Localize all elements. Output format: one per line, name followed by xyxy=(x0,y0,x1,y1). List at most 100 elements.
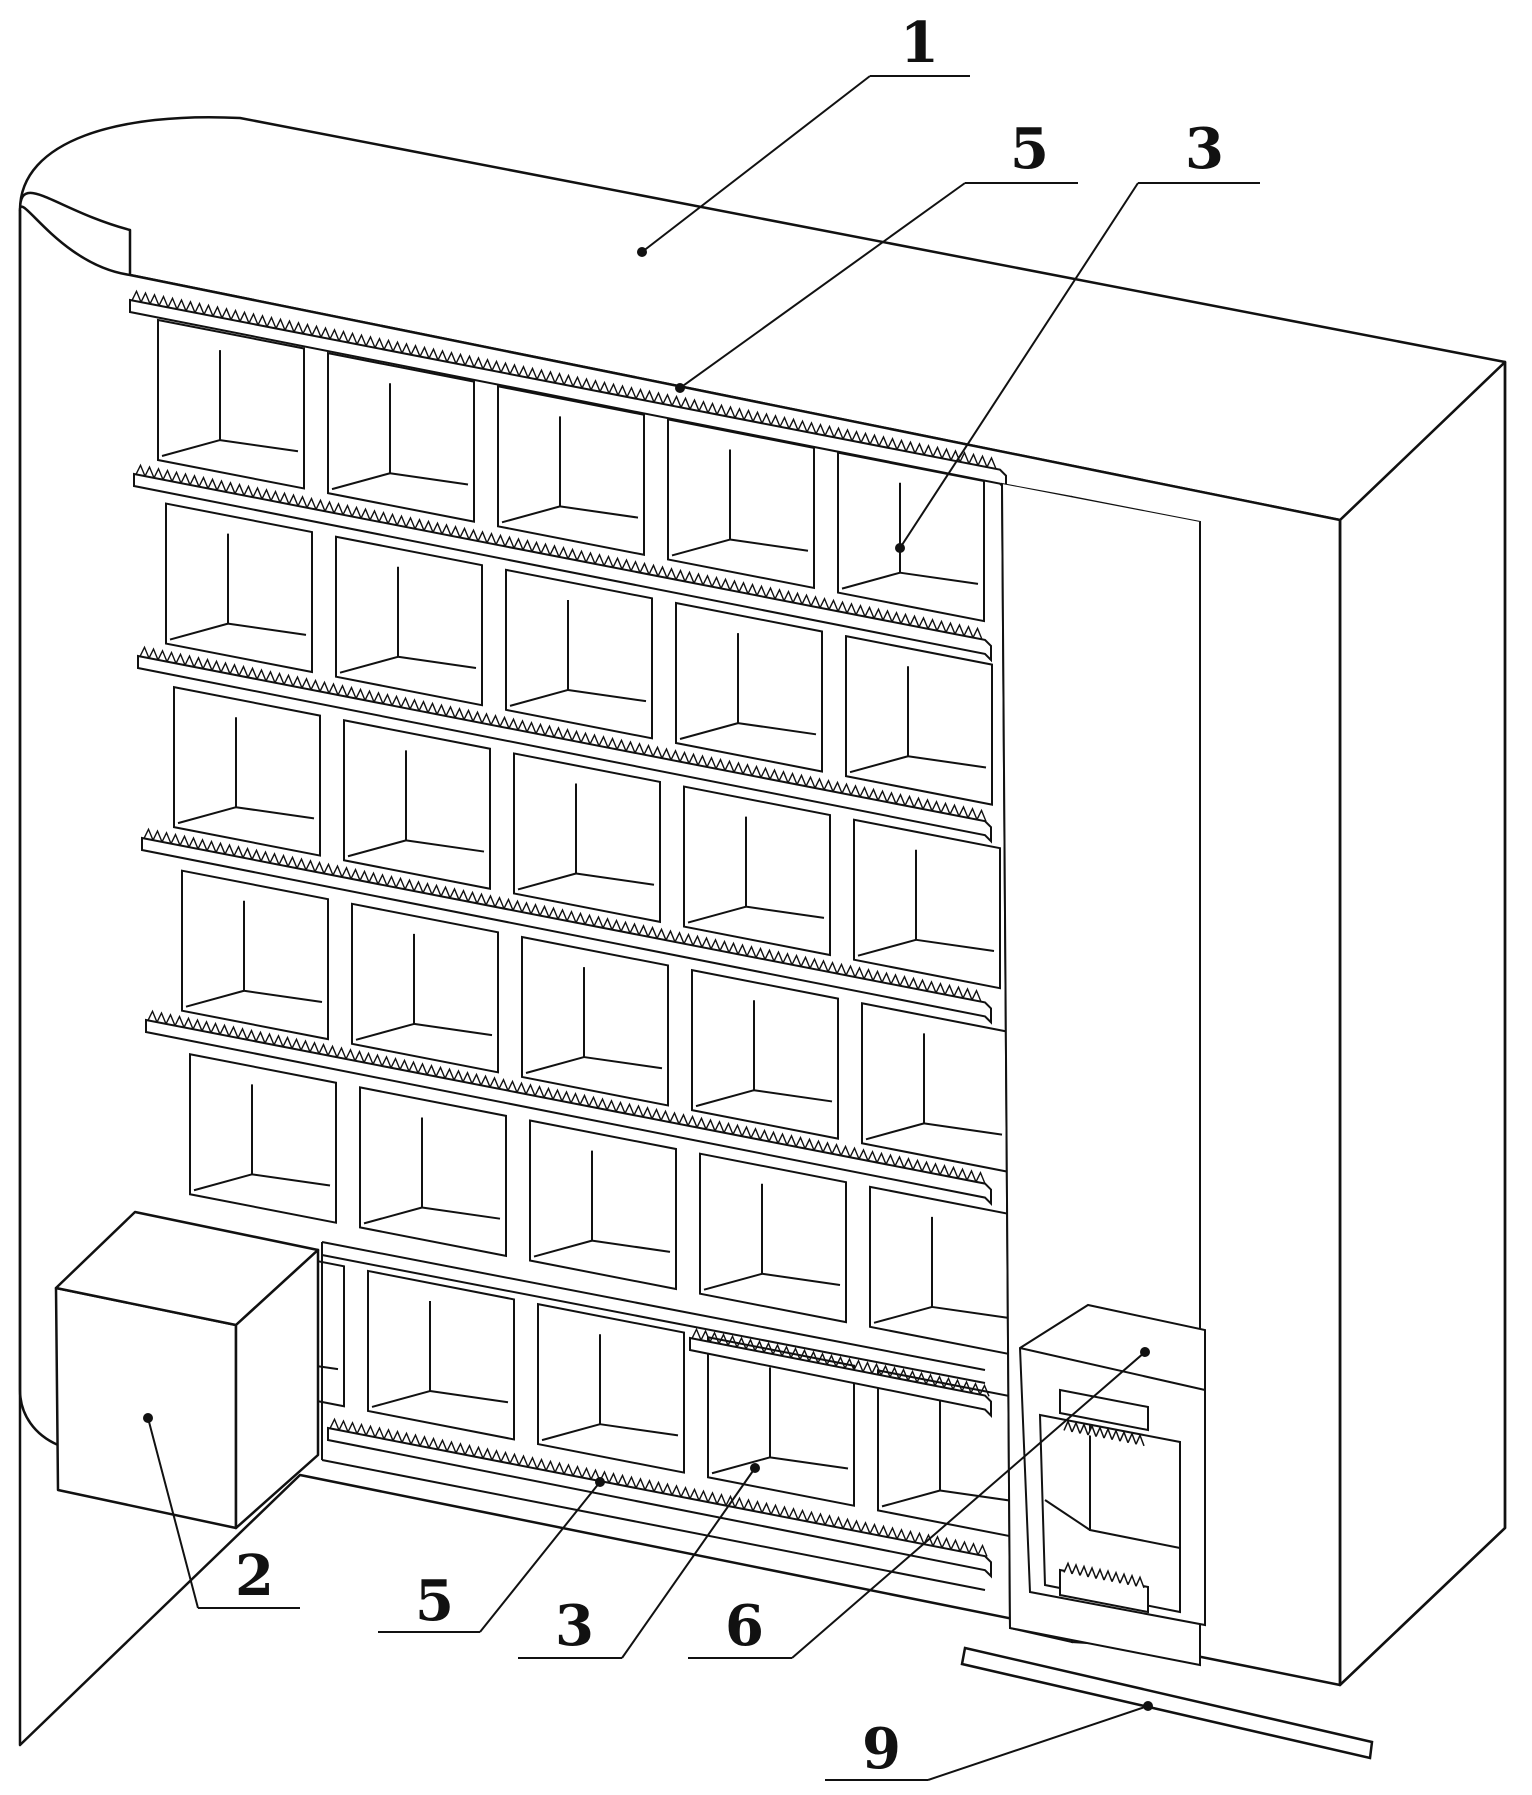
compartment-outline xyxy=(683,785,831,957)
label-1: 1 xyxy=(900,10,939,76)
compartment-floor-edge xyxy=(185,989,245,1008)
compartment-floor-edge xyxy=(501,505,561,524)
compartment-cell xyxy=(521,935,669,1107)
label-3-upper: 3 xyxy=(1185,116,1224,182)
compartment-floor-edge xyxy=(711,1456,771,1475)
rack-body xyxy=(137,654,992,844)
compartment-cell xyxy=(537,1302,685,1474)
compartment-cell xyxy=(869,1185,1017,1357)
label-6: 6 xyxy=(725,1593,764,1659)
compartment-cell xyxy=(667,418,815,590)
compartment-floor-edge xyxy=(857,938,917,957)
compartment-outline xyxy=(699,1152,847,1324)
compartment-outline xyxy=(537,1302,685,1474)
rack-rail xyxy=(145,1009,992,1207)
compartment-floor-edge xyxy=(193,1173,253,1192)
reference-dots xyxy=(143,247,1153,1711)
rack-body xyxy=(141,836,992,1025)
compartment-floor-edge xyxy=(517,872,577,891)
compartment-floor-edge xyxy=(371,1390,431,1408)
compartment-floor-edge xyxy=(671,538,731,557)
rack-rail-lower-short xyxy=(689,1327,992,1418)
compartment-floor-edge xyxy=(533,1239,593,1258)
compartment-outline xyxy=(343,719,491,890)
compartment-floor-edge xyxy=(873,1305,933,1324)
compartment-outline xyxy=(869,1185,1017,1357)
rack-teeth xyxy=(143,827,982,1002)
label-3-lower: 3 xyxy=(555,1593,594,1659)
rack-teeth xyxy=(691,1327,990,1397)
rack-body xyxy=(327,1426,992,1579)
compartment-outline xyxy=(165,502,313,674)
compartment-cell xyxy=(335,535,483,707)
compartment-outline xyxy=(367,1269,515,1441)
rack-rails xyxy=(129,289,1007,1579)
compartment-outline xyxy=(691,968,839,1140)
compartment-cell xyxy=(343,719,491,890)
compartment-floor-edge xyxy=(865,1122,925,1141)
compartment-cell xyxy=(513,752,661,924)
compartment-outline xyxy=(529,1119,677,1291)
compartment-outline xyxy=(505,568,653,740)
compartment-outline xyxy=(335,535,483,707)
compartment-cell xyxy=(173,685,321,857)
compartment-floor-edge xyxy=(679,722,739,740)
compartment-outline xyxy=(189,1053,337,1224)
compartment-outline xyxy=(845,634,993,806)
compartment-outline xyxy=(351,902,499,1074)
compartment-cell xyxy=(691,968,839,1140)
rack-body xyxy=(133,472,992,663)
lift-carriage xyxy=(1018,1303,1206,1627)
compartment-cell xyxy=(699,1152,847,1324)
compartment-floor-edge xyxy=(169,622,229,641)
compartment-floor-edge xyxy=(177,806,237,825)
rack-teeth xyxy=(329,1417,988,1557)
compartment-floor-edge xyxy=(347,839,407,858)
compartment-outline xyxy=(521,935,669,1107)
compartment-outline xyxy=(359,1086,507,1258)
compartment-outline xyxy=(181,869,329,1041)
compartment-cell xyxy=(845,634,993,806)
compartment-cell xyxy=(157,318,305,490)
compartment-cell xyxy=(497,385,645,556)
rack-teeth xyxy=(135,463,983,640)
compartment-floor-edge xyxy=(525,1056,585,1074)
rack-rail-bottom xyxy=(327,1417,992,1579)
compartment-floor-edge xyxy=(355,1022,415,1041)
rack-teeth xyxy=(147,1009,986,1184)
rack-teeth xyxy=(139,645,987,822)
rack-rail xyxy=(137,645,992,844)
compartment-cell xyxy=(707,1336,855,1507)
compartment-outline xyxy=(173,685,321,857)
compartment-cell xyxy=(505,568,653,740)
compartment-cell xyxy=(189,1053,337,1224)
compartment-cell xyxy=(327,351,475,523)
compartment-floor-edge xyxy=(703,1272,763,1291)
compartment-outline xyxy=(853,818,1001,990)
compartment-grid xyxy=(157,318,1025,1541)
compartment-outline xyxy=(667,418,815,590)
label-5-lower: 5 xyxy=(415,1568,454,1634)
rack-rail xyxy=(141,827,992,1025)
compartment-floor-edge xyxy=(881,1489,941,1508)
compartment-floor-edge xyxy=(687,905,747,924)
rack-body xyxy=(689,1336,992,1418)
compartment-floor-edge xyxy=(849,755,909,774)
compartment-back xyxy=(413,933,493,1037)
compartment-outline xyxy=(497,385,645,556)
compartment-floor-edge xyxy=(841,571,901,590)
compartment-cell xyxy=(165,502,313,674)
compartment-floor-edge xyxy=(541,1423,601,1442)
compartment-floor-edge xyxy=(695,1089,755,1108)
compartment-floor-edge xyxy=(509,688,569,707)
compartment-cell xyxy=(837,451,985,623)
label-9: 9 xyxy=(862,1716,901,1782)
lower-frame xyxy=(321,1241,986,1591)
compartment-cell xyxy=(853,818,1001,990)
compartment-cell xyxy=(675,601,823,773)
control-box xyxy=(54,1210,320,1530)
rack-rail xyxy=(133,463,992,663)
compartment-cell xyxy=(861,1002,1009,1173)
compartment-cell xyxy=(683,785,831,957)
